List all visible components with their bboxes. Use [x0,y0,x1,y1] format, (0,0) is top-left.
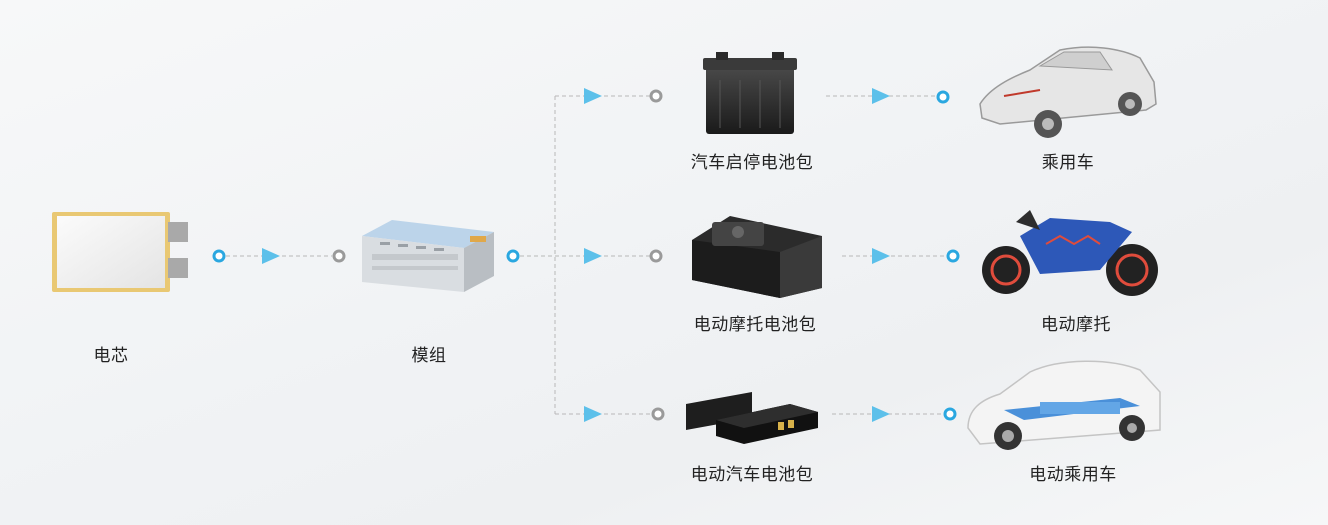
electric-motorcycle-image [982,210,1158,296]
passenger-car-image [979,46,1157,138]
battery-module-image [362,220,494,292]
ev-pack-image [686,392,818,444]
arrow-to-passenger-car [872,88,890,104]
e-passenger-car-label: 电动乘用车 [1029,465,1117,485]
passenger-car-label: 乘用车 [1041,153,1095,173]
module-label: 模组 [411,346,447,366]
e-moto-label: 电动摩托 [1041,315,1111,335]
arrow-to-moto-pack [584,248,602,264]
arrow-to-ev-pack [584,406,602,422]
arrow-to-e-moto [872,248,890,264]
arrow-cell-module [262,248,280,264]
blue-dots [212,90,960,421]
motorcycle-pack-image [692,216,822,298]
gray-dots [332,89,665,421]
moto-pack-label: 电动摩托电池包 [693,315,817,335]
arrow-to-start-stop [584,88,602,104]
electric-passenger-car-image [967,360,1161,450]
cell-label: 电芯 [93,346,129,366]
arrow-to-e-passenger-car [872,406,890,422]
start-stop-battery-image [703,52,797,134]
flow-arrows [262,88,890,422]
ev-pack-label: 电动汽车电池包 [690,465,814,485]
pouch-cell-image [52,212,188,292]
start-stop-pack-label: 汽车启停电池包 [690,153,814,173]
